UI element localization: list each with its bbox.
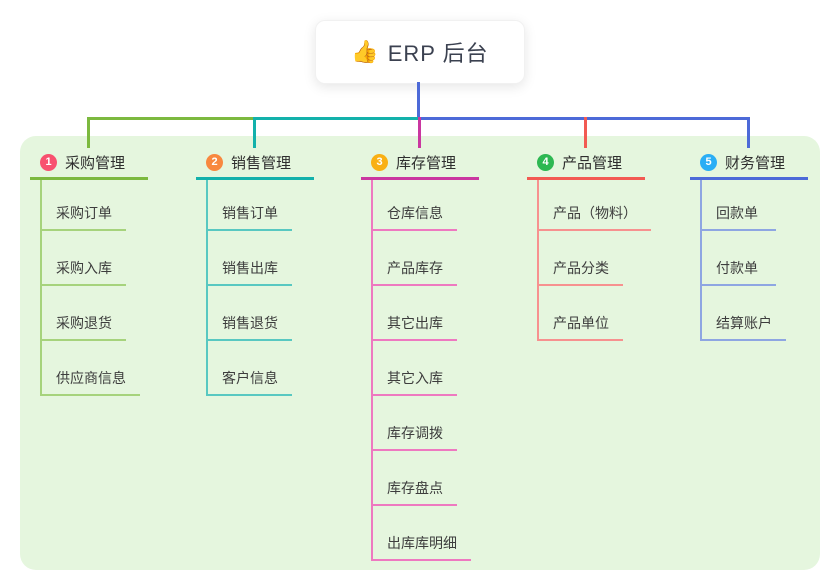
- branch-node-5[interactable]: 5 财务管理: [690, 148, 808, 180]
- child-label: 采购入库: [56, 260, 112, 276]
- branch-number-badge: 2: [206, 154, 223, 171]
- child-label: 销售退货: [222, 315, 278, 331]
- child-node[interactable]: 销售出库: [206, 256, 292, 286]
- branch-number-badge: 4: [537, 154, 554, 171]
- child-node[interactable]: 客户信息: [206, 366, 292, 396]
- connector-line: [87, 117, 90, 148]
- child-label: 销售出库: [222, 260, 278, 276]
- child-node[interactable]: 其它出库: [371, 311, 457, 341]
- child-node[interactable]: 付款单: [700, 256, 776, 286]
- child-node[interactable]: 产品分类: [537, 256, 623, 286]
- child-node[interactable]: 产品库存: [371, 256, 457, 286]
- branch-number-badge: 1: [40, 154, 57, 171]
- branch-number-badge: 5: [700, 154, 717, 171]
- child-node[interactable]: 库存调拨: [371, 421, 457, 451]
- child-label: 回款单: [716, 205, 758, 221]
- child-label: 产品库存: [387, 260, 443, 276]
- connector-line: [40, 180, 42, 396]
- child-node[interactable]: 回款单: [700, 201, 776, 231]
- child-label: 库存盘点: [387, 480, 443, 496]
- branch-node-1[interactable]: 1 采购管理: [30, 148, 148, 180]
- child-label: 产品单位: [553, 315, 609, 331]
- connector-line: [87, 117, 253, 120]
- child-node[interactable]: 出库库明细: [371, 531, 471, 561]
- child-label: 采购退货: [56, 315, 112, 331]
- branch-node-4[interactable]: 4 产品管理: [527, 148, 645, 180]
- root-node[interactable]: 👍 ERP 后台: [315, 20, 525, 84]
- child-label: 产品分类: [553, 260, 609, 276]
- child-label: 其它出库: [387, 315, 443, 331]
- child-label: 库存调拨: [387, 425, 443, 441]
- connector-line: [417, 82, 420, 117]
- branch-label: 采购管理: [65, 155, 126, 172]
- connector-line: [253, 117, 256, 148]
- child-node[interactable]: 库存盘点: [371, 476, 457, 506]
- connector-line: [584, 117, 587, 148]
- branch-number-badge: 3: [371, 154, 388, 171]
- child-node[interactable]: 产品单位: [537, 311, 623, 341]
- child-label: 采购订单: [56, 205, 112, 221]
- child-node[interactable]: 采购退货: [40, 311, 126, 341]
- root-title: ERP 后台: [387, 41, 489, 66]
- child-label: 结算账户: [716, 315, 772, 331]
- branch-label: 库存管理: [396, 155, 457, 172]
- child-label: 付款单: [716, 260, 758, 276]
- child-label: 销售订单: [222, 205, 278, 221]
- child-node[interactable]: 其它入库: [371, 366, 457, 396]
- child-node[interactable]: 仓库信息: [371, 201, 457, 231]
- child-label: 供应商信息: [56, 370, 126, 386]
- branch-label: 产品管理: [562, 155, 623, 172]
- connector-line: [747, 117, 750, 148]
- branch-node-3[interactable]: 3 库存管理: [361, 148, 479, 180]
- child-node[interactable]: 供应商信息: [40, 366, 140, 396]
- child-node[interactable]: 采购订单: [40, 201, 126, 231]
- branches-panel: [20, 136, 820, 570]
- child-node[interactable]: 采购入库: [40, 256, 126, 286]
- branch-label: 财务管理: [725, 155, 786, 172]
- connector-line: [253, 117, 418, 120]
- child-label: 客户信息: [222, 370, 278, 386]
- child-label: 出库库明细: [387, 535, 457, 551]
- child-label: 其它入库: [387, 370, 443, 386]
- connector-line: [418, 117, 421, 148]
- connector-line: [206, 180, 208, 396]
- branch-node-2[interactable]: 2 销售管理: [196, 148, 314, 180]
- child-node[interactable]: 销售订单: [206, 201, 292, 231]
- child-node[interactable]: 产品（物料）: [537, 201, 651, 231]
- child-node[interactable]: 销售退货: [206, 311, 292, 341]
- connector-line: [371, 180, 373, 561]
- branch-label: 销售管理: [231, 155, 292, 172]
- child-label: 产品（物料）: [553, 205, 637, 221]
- thumbs-up-icon: 👍: [351, 39, 379, 64]
- connector-line: [700, 180, 702, 341]
- connector-line: [537, 180, 539, 341]
- child-node[interactable]: 结算账户: [700, 311, 786, 341]
- child-label: 仓库信息: [387, 205, 443, 221]
